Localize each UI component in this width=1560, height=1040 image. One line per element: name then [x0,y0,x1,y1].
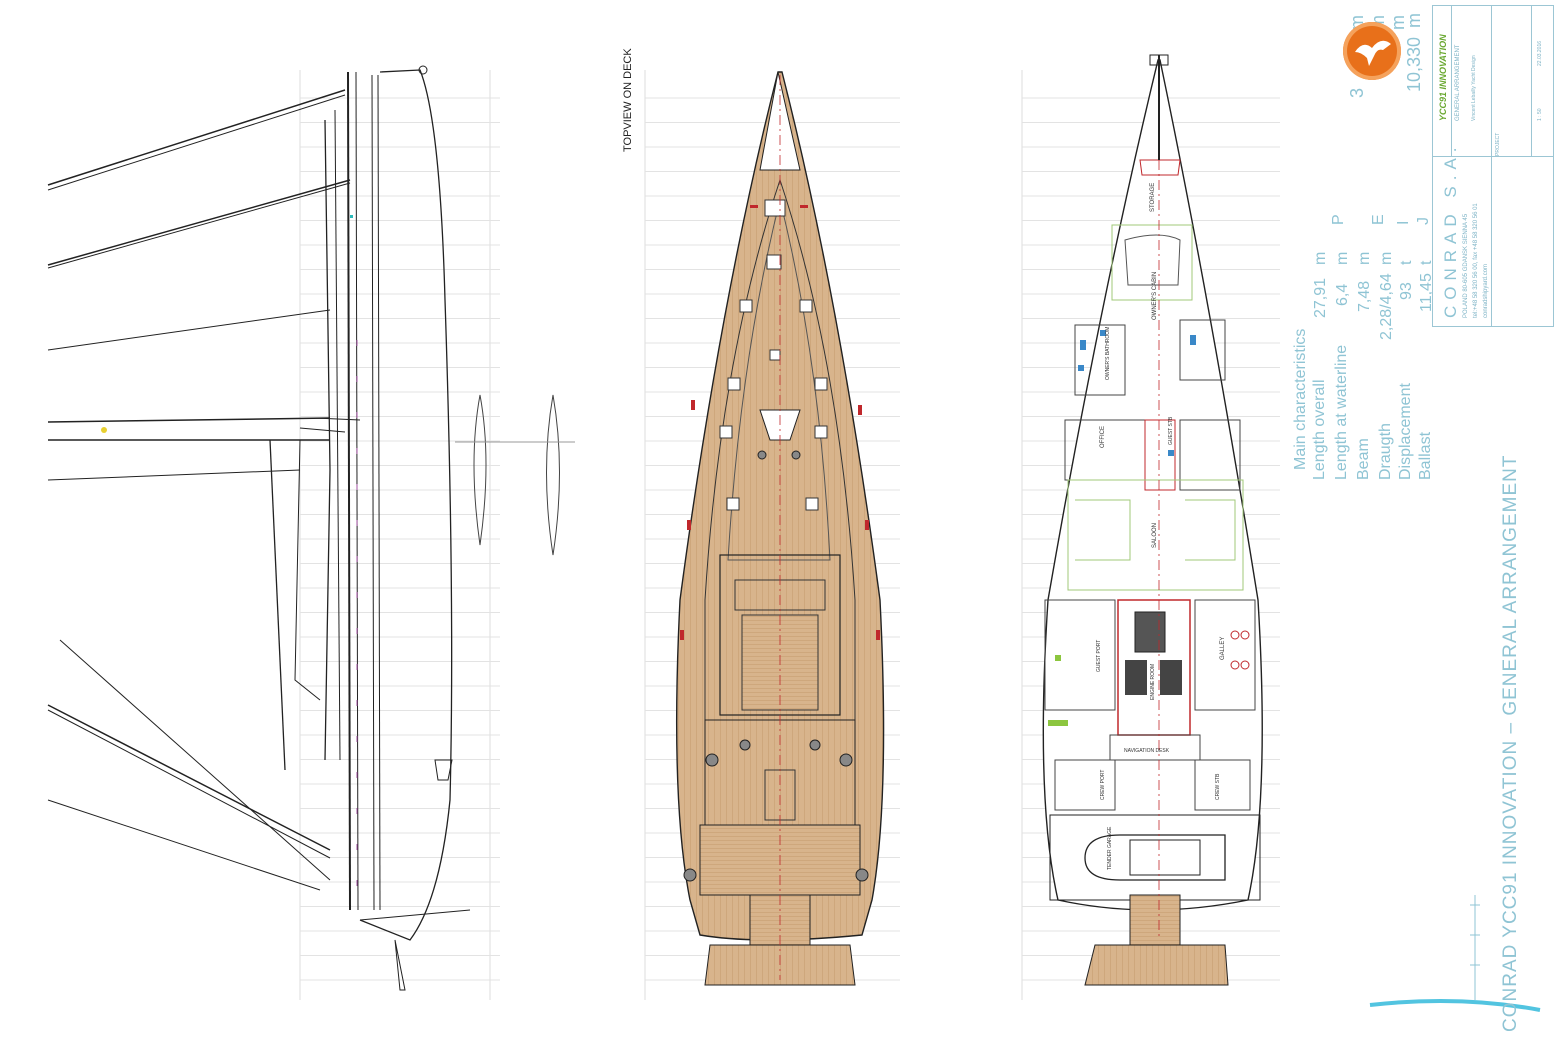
spec-unit: m [1356,251,1373,265]
title-block-phone: tel:+48 58 320 56 00, fax +48 58 320 56 … [1473,203,1479,318]
logo-icon [1343,22,1401,80]
spec-row: Length at waterline [1333,344,1350,480]
title-block: CONRAD S.A. POLAND 80-605 GDANSK SIENNA … [1432,5,1554,327]
spec-unit: m [1312,251,1329,265]
spec-row: Beam [1355,438,1372,480]
spec-unit: m [1378,251,1395,265]
spec-unit: m [1334,251,1351,265]
rig-unit: m [1404,13,1424,28]
spec-label: Ballast [1417,431,1434,480]
spec-label: Draugth [1377,423,1394,480]
deck-topview [675,71,885,986]
spec-value: 6,4 [1334,283,1351,306]
spec-row: Ballast [1417,431,1434,480]
rig-label: J [1415,217,1432,225]
grid-lines [299,70,1023,1000]
watermark-swoosh [1369,999,1541,1012]
spec-value: 93 [1398,282,1415,300]
room-label-office: OFFICE [1100,426,1106,448]
title-block-project-label: PROJECT [1495,132,1501,156]
room-label-saloon: SALOON [1152,522,1158,548]
title-block-company: CONRAD S.A. [1441,141,1460,318]
room-label-crew-port: CREW PORT [1100,769,1106,800]
rig-value: 10,330 [1404,36,1424,92]
topview-label: TOPVIEW ON DECK [622,48,634,152]
divider [1451,6,1452,156]
drawing-title: CONRAD YCC91 INNOVATION – GENERAL ARRANG… [1500,454,1521,1032]
divider [1433,156,1553,157]
title-block-web: conradshipyard.com [1483,263,1489,318]
side-markers [101,65,428,900]
keel-sections [455,394,575,556]
room-label-guest-stb: GUEST STB [1168,416,1174,445]
divider [1491,6,1492,326]
title-block-designer: Vincent Lebailly Yacht Design [1471,55,1477,121]
room-label-navigation-desk: NAVIGATION DESK [1124,748,1170,754]
interior-plan [1042,54,1263,986]
spec-row: Draugth [1377,423,1394,480]
spec-value: 2,28/4,64 [1378,273,1395,340]
title-block-address: POLAND 80-605 GDANSK SIENNA 45 [1463,213,1469,318]
divider [1531,6,1532,156]
spec-row: Displacement [1397,383,1414,480]
rig-label: P [1330,214,1347,225]
room-label-crew-stb: CREW STB [1215,773,1221,800]
rig-label: E [1370,214,1387,225]
spec-label: Length overall [1311,379,1328,480]
room-label-tender: TENDER GARAGE [1107,826,1113,870]
room-label-owners-cabin: OWNER'S CABIN [1152,271,1158,320]
title-block-scale: 1 : 50 [1537,108,1543,121]
side-elevation [47,69,471,991]
scale-bar [1470,895,1480,1000]
spec-label: Length at waterline [1333,344,1350,480]
room-label-galley: GALLEY [1220,636,1226,660]
rig-value: 3 [1347,87,1367,98]
room-label-owners-bathroom: OWNER'S BATHROOM [1105,326,1111,380]
title-block-drawing-label: GENERAL ARRANGEMENT [1455,44,1461,121]
spec-value: 27,91 [1312,277,1329,318]
room-label-guest-port: GUEST PORT [1096,639,1102,672]
spec-unit: t [1398,260,1415,265]
bird-icon [1355,40,1391,66]
room-label-engine-room: ENGINE ROOM [1150,663,1156,700]
spec-row: Length overall [1311,320,1328,480]
title-block-date: 22.03.2016 [1537,40,1543,66]
spec-value: 7,48 [1356,280,1373,312]
room-label-storage: STORAGE [1150,182,1156,212]
title-block-project: YCC91 INNOVATION [1438,34,1448,121]
spec-label: Beam [1355,438,1372,480]
specs-heading: Main characteristics [1292,328,1309,470]
rig-label: I [1395,220,1412,225]
spec-label: Displacement [1397,383,1414,480]
